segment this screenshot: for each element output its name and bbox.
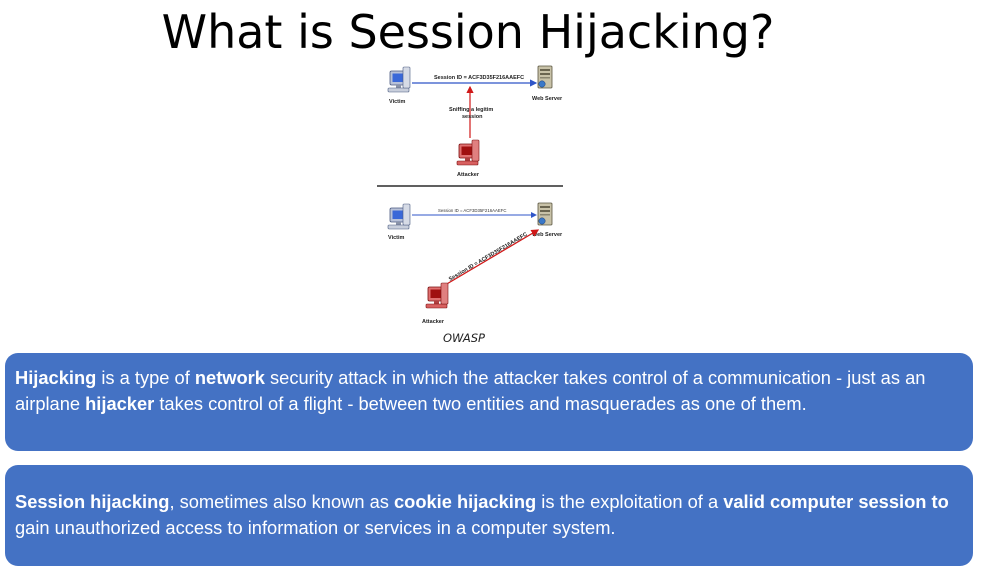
slide-title: What is Session Hijacking?: [161, 5, 775, 59]
web-server-icon: [537, 202, 553, 226]
sniffing-label-line1: Sniffing a legitim: [449, 107, 493, 113]
session-hijacking-term: Session hijacking: [15, 491, 170, 512]
definition-text: takes control of a flight - between two …: [154, 393, 807, 414]
valid-session-term: valid computer session to: [723, 491, 949, 512]
attacker-label: Attacker: [457, 172, 480, 178]
attacker-computer-icon: [456, 139, 480, 166]
session-id-label: Session ID = ACF3D35F216AAEFC: [438, 208, 506, 213]
web-server-label: Web Server: [532, 232, 563, 238]
definition-text: is a type of: [96, 367, 195, 388]
attacker-label: Attacker: [422, 319, 445, 325]
web-server-label: Web Server: [532, 96, 563, 102]
network-term: network: [194, 367, 265, 388]
session-id-label: Session ID = ACF3D35F216AAEFC: [434, 75, 524, 81]
diagram-caption: OWASP: [443, 331, 485, 345]
session-hijacking-diagram: Victim Web Server Session ID = ACF3D35F2…: [360, 58, 590, 348]
victim-computer-icon: [387, 203, 411, 230]
definition-text: gain unauthorized access to information …: [15, 517, 616, 538]
attacker-computer-icon: [425, 282, 449, 309]
definition-text: is the exploitation of a: [536, 491, 724, 512]
sniffing-label-line2: session: [462, 114, 483, 120]
victim-computer-icon: [387, 66, 411, 93]
session-hijacking-definition-box: Session hijacking, sometimes also known …: [5, 465, 973, 566]
hijacking-term: Hijacking: [15, 367, 97, 388]
victim-label: Victim: [389, 99, 406, 105]
victim-label: Victim: [388, 235, 405, 241]
cookie-hijacking-term: cookie hijacking: [393, 491, 537, 512]
hijacking-definition-box: Hijacking is a type of network security …: [5, 353, 973, 451]
definition-text: , sometimes also known as: [169, 491, 394, 512]
web-server-icon: [537, 65, 553, 89]
attack-session-id-label: Session ID = ACF3D35F216AAEFC: [448, 232, 529, 283]
definition-text: security attack in which the attacker ta…: [15, 367, 926, 414]
hijacker-term: hijacker: [85, 393, 155, 414]
